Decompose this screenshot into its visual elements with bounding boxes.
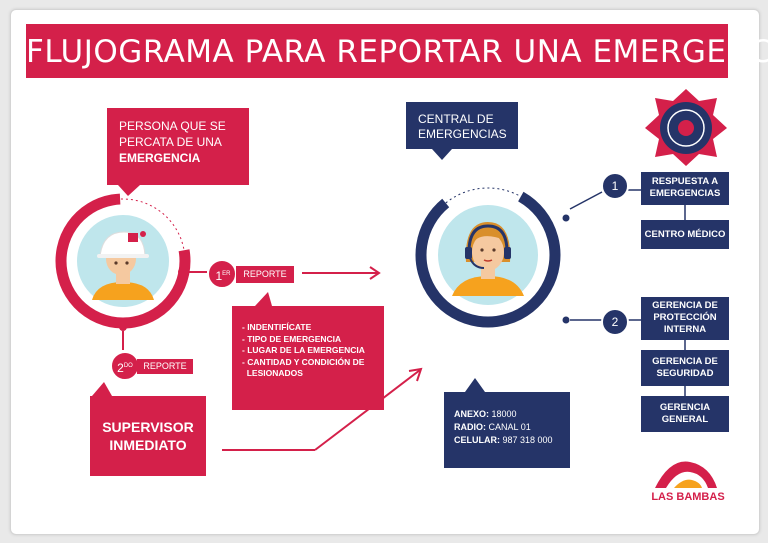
report-items-box: - INDENTIFÍCATE - TIPO DE EMERGENCIA - L… (232, 306, 384, 410)
contact-row: RADIO: CANAL 01 (454, 422, 531, 432)
step2-item-security: GERENCIA DE SEGURIDAD (641, 350, 729, 386)
person-line3: EMERGENCIA (119, 151, 201, 165)
contact-box: ANEXO: 18000 RADIO: CANAL 01 CELULAR: 98… (444, 392, 570, 468)
person-line2: PERCATA DE UNA (119, 135, 222, 149)
report-items-list: - INDENTIFÍCATE - TIPO DE EMERGENCIA - L… (242, 322, 374, 380)
step1-number: 1 (611, 179, 619, 193)
second-report-label: REPORTE (137, 359, 193, 374)
contact-row: ANEXO: 18000 (454, 409, 517, 419)
supervisor-line1: SUPERVISOR (102, 419, 194, 435)
central-box: CENTRAL DE EMERGENCIAS (406, 102, 518, 149)
las-bambas-logo-icon (655, 461, 717, 488)
fire-brigade-emblem-icon (645, 89, 727, 166)
step2-item-general: GERENCIA GENERAL (641, 396, 729, 432)
step1-item-response: RESPUESTA A EMERGENCIAS (641, 172, 729, 205)
supervisor-line2: INMEDIATO (109, 437, 187, 453)
step2-badge (601, 308, 629, 336)
second-report-ordinal: 2DO (117, 361, 133, 375)
brand-name: LAS BAMBAS (651, 491, 725, 503)
step2-number: 2 (611, 315, 619, 329)
page-title: FLUJOGRAMA PARA REPORTAR UNA EMERGENCIA (26, 34, 768, 70)
operator-avatar-icon (452, 222, 524, 296)
report-item: - INDENTIFÍCATE (242, 322, 312, 332)
first-report-ordinal: 1ER (215, 269, 231, 283)
first-report-label: REPORTE (236, 266, 294, 283)
person-line1: PERSONA QUE SE (119, 119, 226, 133)
report-item: - CANTIDAD Y CONDICIÓN DE (242, 356, 365, 367)
person-ring-dots (60, 198, 186, 324)
person-box: PERSONA QUE SE PERCATA DE UNA EMERGENCIA (107, 108, 249, 185)
supervisor-box: SUPERVISOR INMEDIATO (90, 396, 206, 476)
step1-badge (601, 172, 629, 200)
report-item: LESIONADOS (242, 368, 303, 378)
contact-row: CELULAR: 987 318 000 (454, 435, 553, 445)
title-banner: FLUJOGRAMA PARA REPORTAR UNA EMERGENCIA (26, 24, 768, 78)
report-item: - LUGAR DE LA EMERGENCIA (242, 345, 365, 355)
report-item: - TIPO DE EMERGENCIA (242, 333, 342, 344)
arrow-icon (222, 266, 423, 451)
step2-item-protection: GERENCIA DE PROTECCIÓN INTERNA (641, 297, 729, 340)
central-line2: EMERGENCIAS (418, 127, 507, 141)
worker-avatar-icon (92, 231, 154, 300)
central-line1: CENTRAL DE (418, 112, 494, 126)
step1-item-medical: CENTRO MÉDICO (641, 220, 729, 249)
